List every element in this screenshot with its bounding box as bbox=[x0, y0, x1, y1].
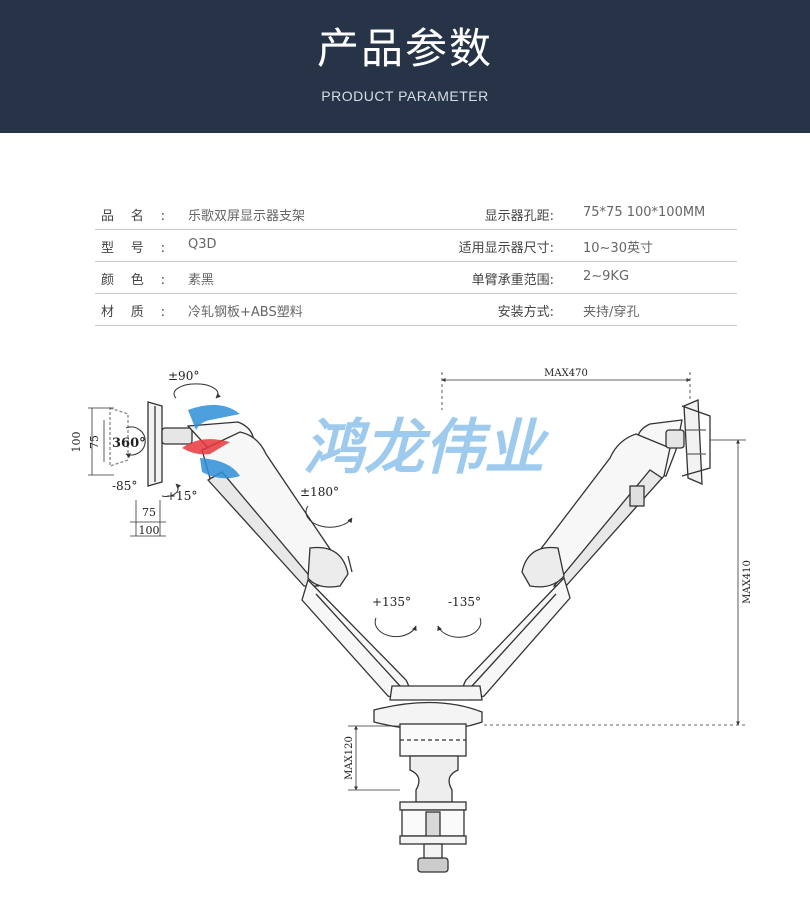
rotate-label: 360° bbox=[112, 436, 146, 451]
spec-label: 单臂承重范围: bbox=[471, 273, 554, 288]
tilt-down-label: -85° bbox=[112, 479, 137, 493]
rotate-plus-135-arrow bbox=[374, 617, 417, 638]
spec-value: 夹持/穿孔 bbox=[583, 305, 640, 320]
spec-label: 品名: bbox=[101, 209, 165, 224]
spec-value: 素黑 bbox=[188, 273, 215, 288]
monitor-arm-diagram: 100 75 75 100 ±90° 360° -85° +15° bbox=[70, 368, 753, 873]
dim-75-horizontal: 75 bbox=[142, 506, 156, 519]
dim-75-vertical: 75 bbox=[88, 435, 101, 449]
max470-label: MAX470 bbox=[544, 368, 588, 379]
rotate-minus-135-arrow bbox=[437, 617, 482, 638]
spec-row: 型号: Q3D 适用显示器尺寸: 10~30英寸 bbox=[95, 230, 737, 262]
spec-label: 颜色: bbox=[101, 273, 165, 288]
spec-row: 颜色: 素黑 单臂承重范围: 2~9KG bbox=[95, 262, 737, 294]
rotate-plus-135-label: +135° bbox=[372, 595, 411, 609]
right-vesa-plate bbox=[665, 399, 711, 486]
spec-value: 乐歌双屏显示器支架 bbox=[188, 209, 306, 224]
page-subtitle: PRODUCT PARAMETER bbox=[321, 88, 489, 104]
dim-100-vertical: 100 bbox=[70, 432, 83, 453]
tilt-up-label: +15° bbox=[166, 489, 197, 503]
pan-arrow bbox=[305, 505, 353, 528]
rotate-arrow bbox=[125, 426, 146, 458]
tilt-arrow bbox=[173, 383, 221, 399]
page-title: 产品参数 bbox=[316, 24, 493, 73]
spec-label: 材质: bbox=[101, 305, 165, 320]
spec-value: 75*75 100*100MM bbox=[583, 205, 706, 220]
header-banner: 产品参数 PRODUCT PARAMETER bbox=[0, 0, 810, 133]
max410-dimension bbox=[484, 439, 746, 726]
max470-dimension bbox=[441, 372, 691, 410]
pan-label: ±180° bbox=[300, 485, 339, 499]
spec-label: 适用显示器尺寸: bbox=[458, 241, 554, 256]
left-dimension-marks bbox=[88, 407, 166, 537]
spec-table: 品名: 乐歌双屏显示器支架 显示器孔距: 75*75 100*100MM 型号:… bbox=[95, 198, 737, 326]
spec-label: 安装方式: bbox=[497, 305, 554, 320]
spec-label: 显示器孔距: bbox=[484, 209, 554, 224]
dim-100-horizontal: 100 bbox=[139, 524, 160, 537]
spec-value: 冷轧钢板+ABS塑料 bbox=[188, 305, 303, 320]
left-vesa-plate bbox=[109, 401, 193, 487]
spec-value: 2~9KG bbox=[583, 269, 630, 284]
max410-label: MAX410 bbox=[742, 560, 753, 604]
max120-label: MAX120 bbox=[344, 736, 355, 780]
watermark-logo: 鸿龙伟业 bbox=[182, 404, 550, 483]
spec-value: Q3D bbox=[188, 237, 217, 252]
spec-row: 材质: 冷轧钢板+ABS塑料 安装方式: 夹持/穿孔 bbox=[95, 294, 737, 326]
max120-dimension bbox=[348, 725, 400, 791]
rotate-minus-135-label: -135° bbox=[448, 595, 481, 609]
spec-value: 10~30英寸 bbox=[583, 241, 653, 256]
tilt-label: ±90° bbox=[168, 369, 199, 383]
watermark-text: 鸿龙伟业 bbox=[304, 413, 550, 483]
base-clamp bbox=[373, 685, 483, 873]
spec-label: 型号: bbox=[101, 241, 165, 256]
tilt-up-arrow bbox=[161, 483, 181, 497]
spec-row: 品名: 乐歌双屏显示器支架 显示器孔距: 75*75 100*100MM bbox=[95, 198, 737, 230]
